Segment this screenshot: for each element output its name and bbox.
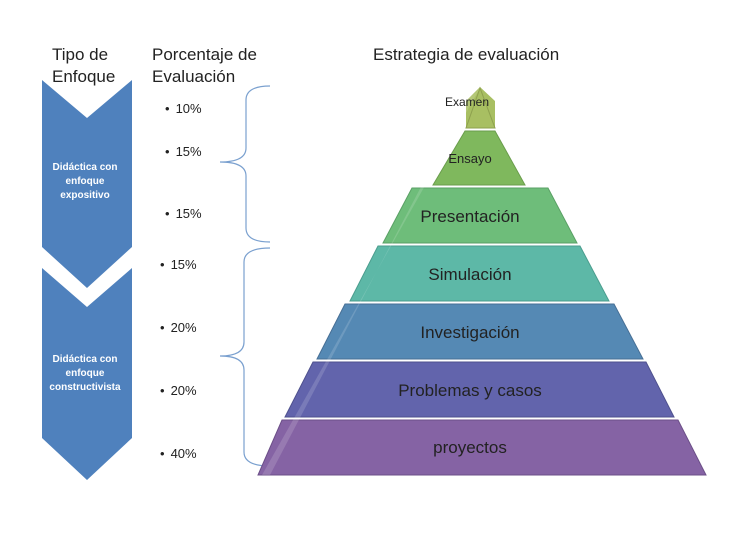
- tipo-enfoque-header: Tipo de Enfoque: [52, 45, 116, 86]
- pyramid-level-proyectos: [257, 419, 707, 476]
- pyramid-level-presentacion: [382, 187, 578, 244]
- percentage-item: 15%: [165, 206, 202, 221]
- pyramid-left-shade: [262, 88, 480, 475]
- pyramid: [257, 86, 707, 476]
- pyramid-label-examen: Examen: [445, 95, 489, 109]
- approach-label-constructivista: Didáctica con enfoque constructivista: [49, 354, 121, 393]
- pyramid-level-ensayo: [432, 130, 526, 186]
- chevron-expositivo: [42, 80, 132, 288]
- brace-expositivo: [219, 85, 271, 243]
- pyramid-label-presentacion: Presentación: [420, 207, 519, 226]
- pyramid-label-simulacion: Simulación: [428, 265, 511, 284]
- pyramid-level-simulacion: [349, 245, 610, 302]
- percentage-item: 15%: [165, 144, 202, 159]
- approach-label-expositivo: Didáctica con enfoque expositivo: [52, 162, 118, 201]
- porcentaje-header: Porcentaje de Evaluación: [152, 45, 257, 86]
- percentage-item: 20%: [160, 383, 197, 398]
- pyramid-level-examen-top: [465, 86, 496, 129]
- pyramid-level-problemas: [284, 361, 675, 418]
- pyramid-label-proyectos: proyectos: [433, 438, 507, 457]
- percentage-item: 15%: [160, 257, 197, 272]
- percentage-item: 20%: [160, 320, 197, 335]
- percentage-item: 10%: [165, 101, 202, 116]
- pyramid-label-problemas: Problemas y casos: [398, 381, 542, 400]
- brace-constructivista: [219, 247, 271, 467]
- estrategia-header: Estrategia de evaluación: [373, 45, 560, 64]
- pyramid-level-investigacion: [316, 303, 644, 360]
- pyramid-label-ensayo: Ensayo: [448, 151, 491, 166]
- percentage-item: 40%: [160, 446, 197, 461]
- chevron-constructivista: [42, 268, 132, 480]
- pyramid-label-investigacion: Investigación: [420, 323, 519, 342]
